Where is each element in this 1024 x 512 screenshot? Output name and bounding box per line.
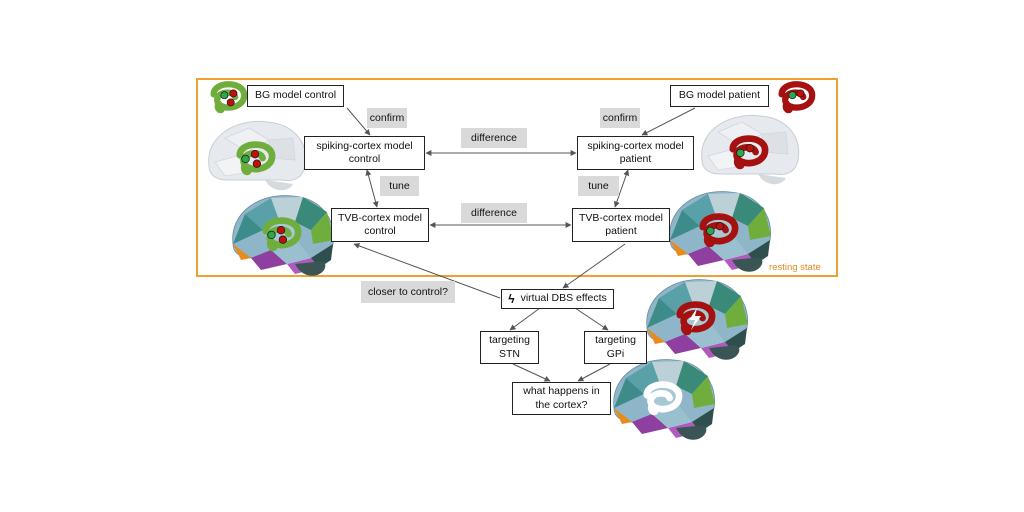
targeting-stn-node: targeting STN [480, 331, 539, 364]
lightning-bolt-icon: ϟ [508, 291, 515, 306]
bg-patient-swirl [782, 84, 813, 111]
bg-model-control-node: BG model control [247, 85, 344, 107]
virtual-dbs-node: ϟ virtual DBS effects [501, 289, 614, 309]
cortex-question-node: what happens in the cortex? [512, 382, 611, 415]
closer-to-control-label: closer to control? [361, 281, 455, 303]
tvb-control-brain [232, 194, 335, 277]
spiking-control-brain [208, 120, 307, 191]
confirm-label-right: confirm [600, 108, 640, 128]
targeting-gpi-node: targeting GPi [584, 331, 647, 364]
tvb-patient-brain [669, 190, 772, 273]
tvb-cortex-patient-node: TVB-cortex model patient [572, 208, 670, 242]
spiking-patient-brain [701, 114, 800, 185]
cortex-brain [613, 358, 716, 441]
resting-state-label: resting state [769, 262, 821, 273]
bg-model-patient-node: BG model patient [670, 85, 769, 107]
spiking-cortex-control-node: spiking-cortex model control [304, 136, 425, 170]
tune-label-right: tune [578, 176, 619, 196]
tvb-cortex-control-node: TVB-cortex model control [331, 208, 429, 242]
dbs-brain [646, 278, 749, 361]
confirm-label-left: confirm [367, 108, 407, 128]
difference-label-bottom: difference [461, 203, 527, 223]
bg-control-swirl [214, 84, 245, 111]
resting-state-frame [196, 78, 838, 277]
difference-label-top: difference [461, 128, 527, 148]
virtual-dbs-label: virtual DBS effects [520, 292, 607, 305]
spiking-cortex-patient-node: spiking-cortex model patient [577, 136, 694, 170]
tune-label-left: tune [380, 176, 419, 196]
